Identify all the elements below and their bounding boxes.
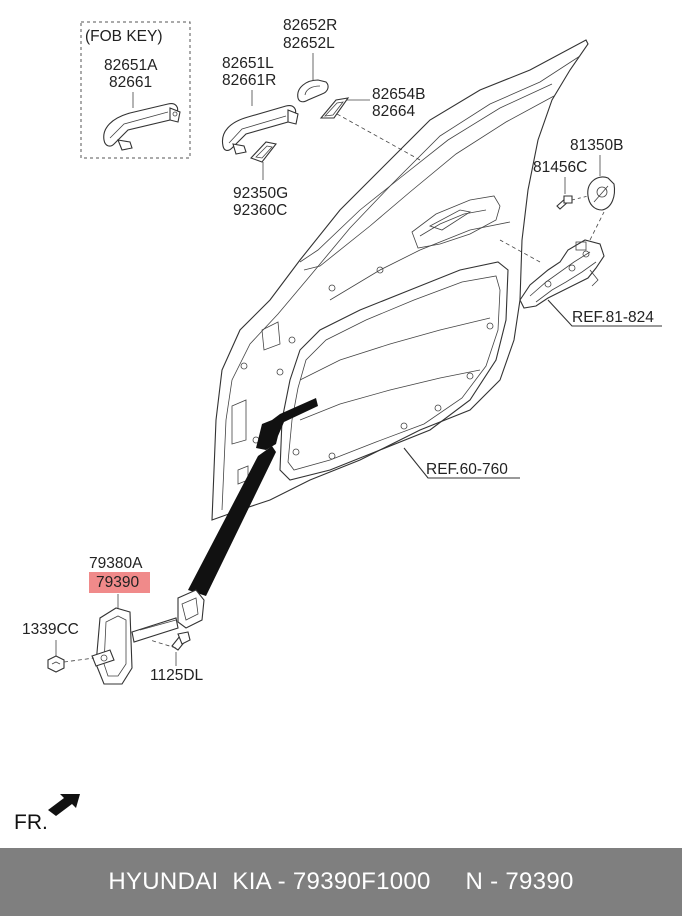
label-82652l: 82652L [283,35,335,52]
part-number-footer: HYUNDAI KIA - 79390F1000 N - 79390 [0,848,682,916]
screw-81456c [556,195,573,210]
handle-cover-92350g [250,141,277,163]
label-ref81: REF.81-824 [572,309,654,326]
dash-latch-1 [499,239,541,263]
outside-handle [221,105,299,155]
label-92360c: 92360C [233,202,287,219]
label-82654b: 82654B [372,86,425,103]
fob-key-label: (FOB KEY) [85,28,163,45]
handle-cap-82652 [297,79,329,103]
label-82661: 82661 [109,74,152,91]
label-fr: FR. [14,811,48,834]
door-checker-assembly [91,589,205,685]
label-82651l: 82651L [222,55,274,72]
highlight-79390 [89,572,150,593]
label-1339cc: 1339CC [22,621,79,638]
label-79390: 79390 [96,574,139,591]
dash-latch-2 [589,211,605,241]
fob-key-box [80,21,191,159]
label-82661r: 82661R [222,72,276,89]
dash-cover-to-door [336,113,421,161]
cover-82654b [319,97,350,119]
front-arrow-icon [48,794,80,816]
dash-bolt [149,639,177,649]
dash-nut [63,657,95,663]
label-82664: 82664 [372,103,415,120]
dash-screw [571,195,589,201]
bolt-1125dl [171,631,191,651]
label-ref60: REF.60-760 [426,461,508,478]
label-1125dl: 1125DL [150,667,204,684]
door-frame [211,39,589,521]
door-checker-strip [188,398,318,596]
label-82651a: 82651A [104,57,158,74]
leader-ref60 [403,447,520,479]
leader-ref81 [547,299,662,327]
label-79380a: 79380A [89,555,143,572]
label-92350g: 92350G [233,185,288,202]
parts-diagram: (FOB KEY) 82651A 82661 82651L 82661R 923… [14,17,662,834]
bracket-81350b [587,176,616,211]
label-81350b: 81350B [570,137,623,154]
nut-1339cc [47,655,65,673]
label-82652r: 82652R [283,17,337,34]
label-81456c: 81456C [533,159,587,176]
door-latch-assembly [519,239,605,309]
fob-key-handle [103,103,181,151]
